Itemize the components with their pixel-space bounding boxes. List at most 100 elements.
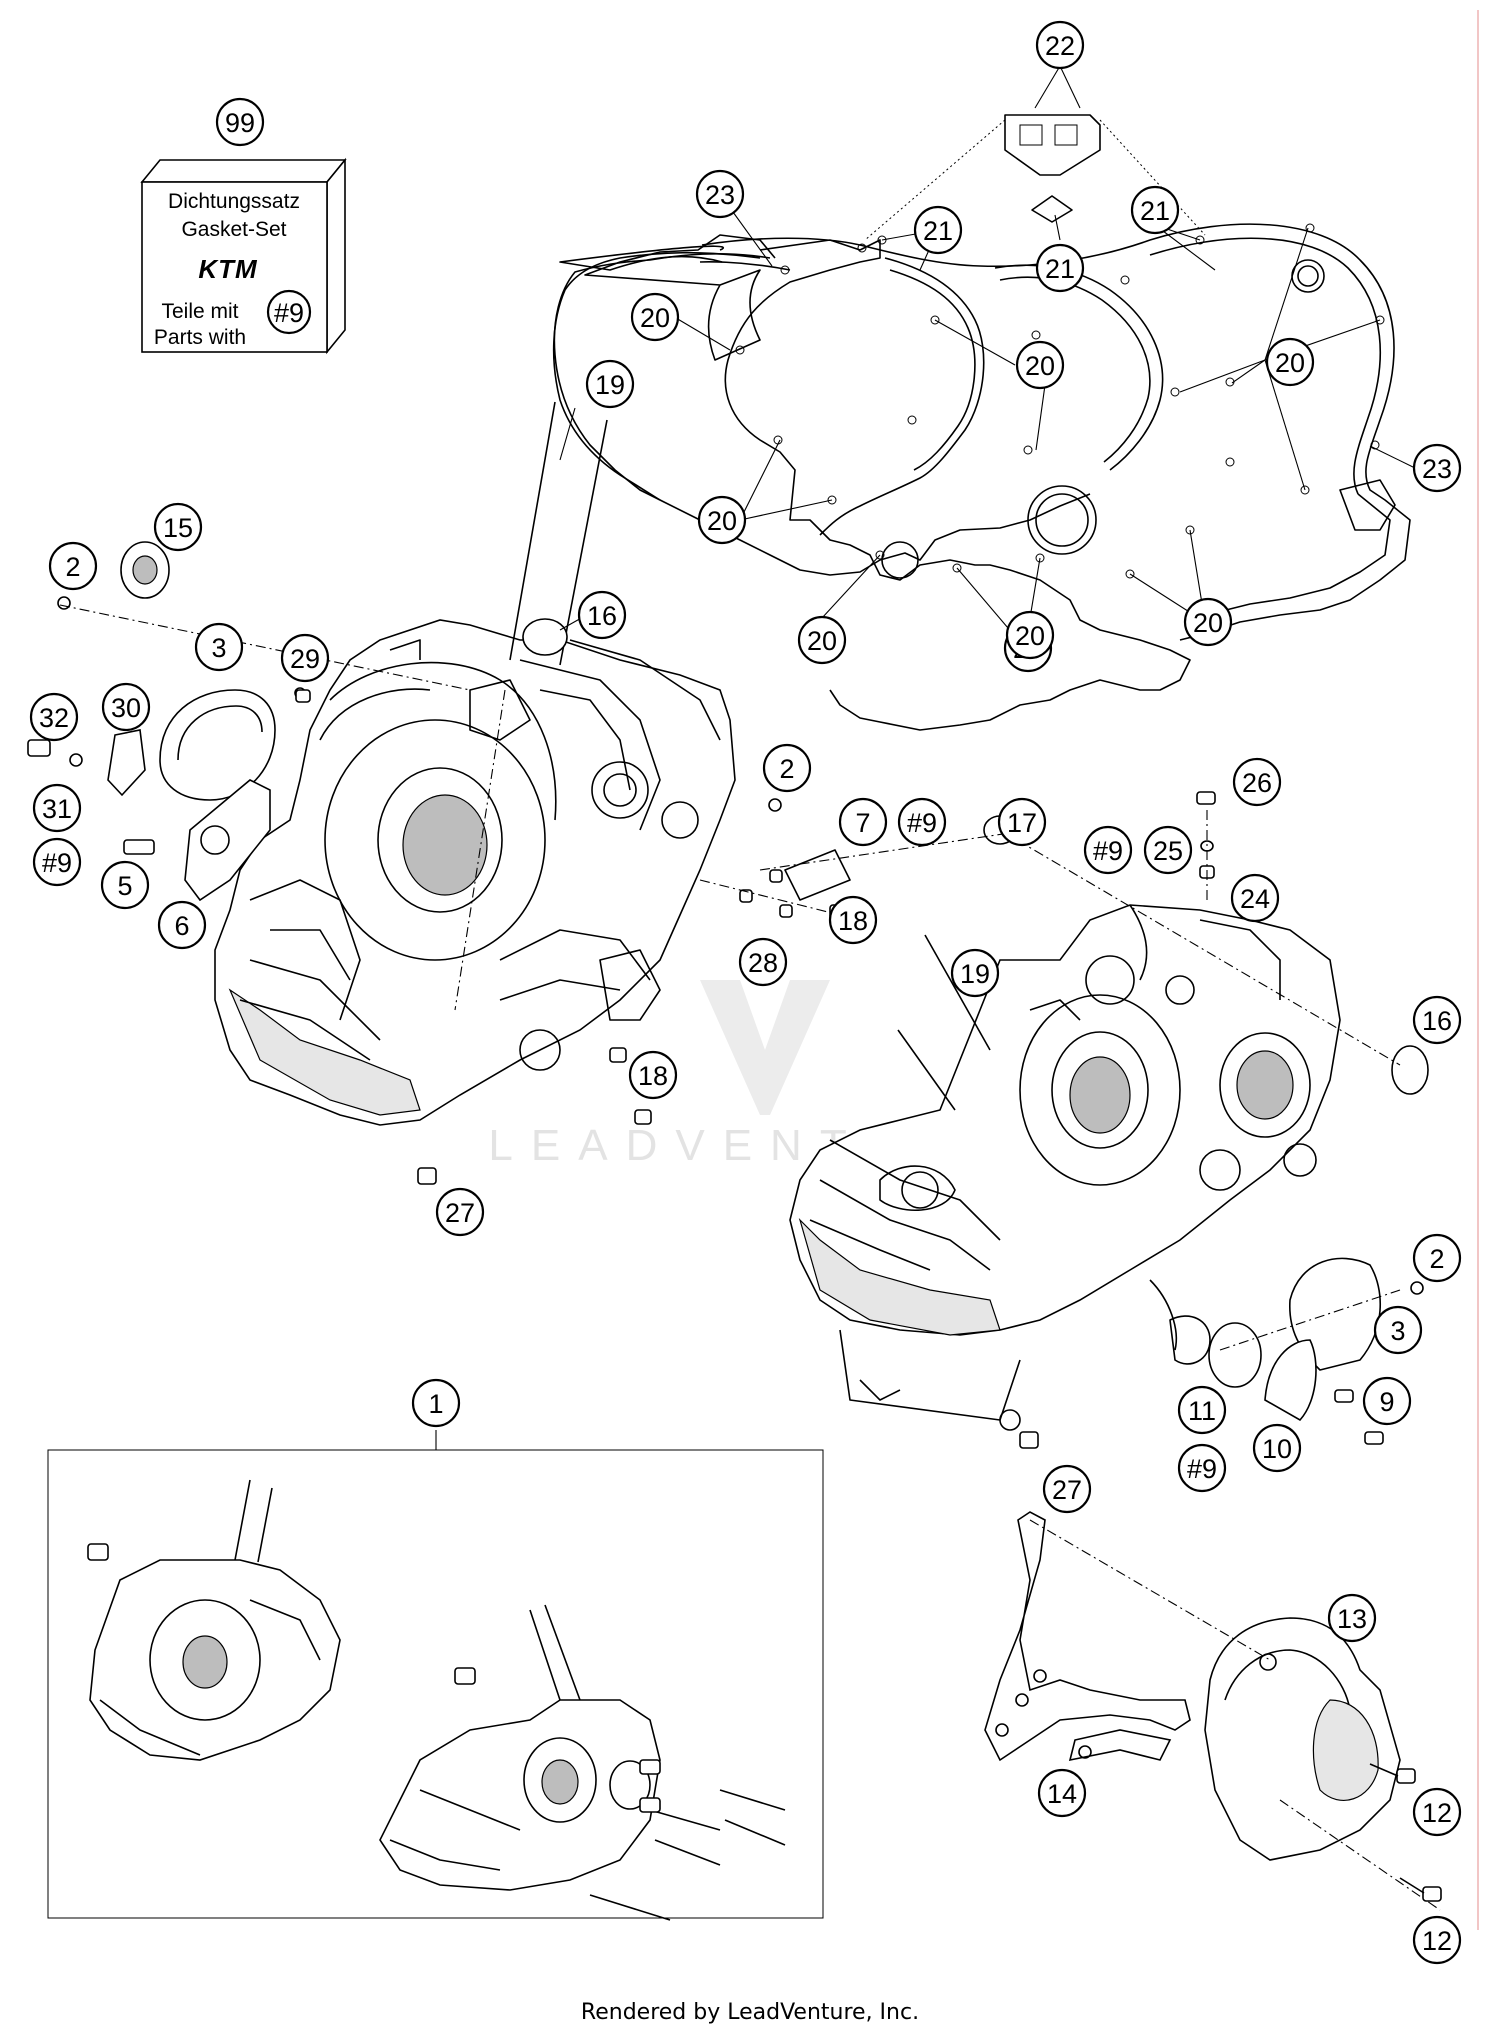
- footer-credit: Rendered by LeadVenture, Inc.: [580, 2000, 920, 2025]
- svg-text:32: 32: [39, 703, 69, 733]
- crankcase-gasket: [552, 114, 1411, 731]
- svg-text:18: 18: [638, 1061, 668, 1091]
- callout-19: 19: [950, 948, 1000, 998]
- svg-text:9: 9: [1379, 1387, 1394, 1417]
- svg-text:19: 19: [960, 959, 990, 989]
- svg-text:25: 25: [1153, 836, 1183, 866]
- callout-1: 1: [411, 1378, 461, 1428]
- kit-line-4: Parts with: [154, 326, 246, 349]
- callout-12: 12: [1412, 1787, 1462, 1837]
- callout-21: 21: [913, 205, 963, 255]
- svg-text:2: 2: [65, 552, 80, 582]
- callout-14: 14: [1037, 1768, 1087, 1818]
- svg-text:20: 20: [1193, 608, 1223, 638]
- kit-line-1: Dichtungssatz: [168, 190, 300, 213]
- kit-line-2: Gasket-Set: [181, 218, 286, 241]
- callout-99: 99: [215, 97, 265, 147]
- svg-text:20: 20: [1025, 351, 1055, 381]
- svg-text:19: 19: [595, 370, 625, 400]
- callout-20: 20: [697, 495, 747, 545]
- svg-text:27: 27: [1052, 1475, 1082, 1505]
- callout-ref-9: #9: [897, 797, 947, 847]
- svg-text:23: 23: [705, 180, 735, 210]
- svg-text:#9: #9: [1093, 836, 1123, 866]
- callout-13: 13: [1327, 1593, 1377, 1643]
- kit-line-3: Teile mit: [161, 300, 238, 323]
- svg-text:2: 2: [779, 754, 794, 784]
- svg-text:7: 7: [855, 808, 870, 838]
- svg-text:20: 20: [707, 506, 737, 536]
- svg-text:31: 31: [42, 794, 72, 824]
- svg-text:22: 22: [1045, 31, 1075, 61]
- callout-15: 15: [153, 502, 203, 552]
- callout-28: 28: [738, 937, 788, 987]
- callout-19: 19: [585, 359, 635, 409]
- svg-text:16: 16: [587, 601, 617, 631]
- svg-text:12: 12: [1422, 1926, 1452, 1956]
- callout-16: 16: [1412, 995, 1462, 1045]
- svg-text:#9: #9: [907, 808, 937, 838]
- svg-text:2: 2: [1429, 1244, 1444, 1274]
- svg-text:17: 17: [1007, 808, 1037, 838]
- svg-text:21: 21: [923, 216, 953, 246]
- svg-text:11: 11: [1188, 1396, 1216, 1426]
- svg-text:13: 13: [1337, 1604, 1367, 1634]
- svg-text:1: 1: [428, 1389, 443, 1419]
- callout-3: 3: [1373, 1305, 1423, 1355]
- svg-text:21: 21: [1045, 254, 1075, 284]
- svg-text:5: 5: [117, 871, 132, 901]
- studs: [454, 401, 991, 1111]
- callout-ref-9: #9: [32, 837, 82, 887]
- svg-text:28: 28: [748, 948, 778, 978]
- callout-11: 11: [1177, 1385, 1227, 1435]
- callout-12: 12: [1412, 1915, 1462, 1965]
- callout-20: 20: [1015, 340, 1065, 390]
- callout-99-wrap: 99: [215, 97, 265, 147]
- callout-20: 20: [630, 292, 680, 342]
- complete-assembly-box: [47, 1430, 824, 1921]
- callout-10: 10: [1252, 1423, 1302, 1473]
- callout-kit-ref: #9: [266, 289, 312, 335]
- callout-20: 20: [1005, 610, 1055, 660]
- svg-text:27: 27: [445, 1198, 475, 1228]
- callout-22: 22: [1035, 20, 1085, 70]
- ktm-logo: KTM: [198, 254, 258, 284]
- left-crankcase-half: [214, 619, 736, 1126]
- callout-7: 7: [838, 797, 888, 847]
- svg-text:3: 3: [211, 633, 226, 663]
- svg-text:26: 26: [1242, 768, 1272, 798]
- callout-21: 21: [1035, 243, 1085, 293]
- svg-text:20: 20: [640, 303, 670, 333]
- callout-ref-9: #9: [1177, 1443, 1227, 1493]
- svg-text:6: 6: [174, 911, 189, 941]
- callout-2: 2: [48, 541, 98, 591]
- svg-text:20: 20: [1275, 348, 1305, 378]
- callout-ref-9: #9: [1083, 825, 1133, 875]
- svg-text:#9: #9: [1187, 1454, 1217, 1484]
- callout-23: 23: [1412, 443, 1462, 493]
- callout-3: 3: [194, 622, 244, 672]
- callout-20: 20: [797, 615, 847, 665]
- callout-30: 30: [101, 682, 151, 732]
- right-crankcase-half: [789, 904, 1341, 1431]
- callout-26: 26: [1232, 757, 1282, 807]
- svg-text:18: 18: [838, 906, 868, 936]
- svg-text:30: 30: [111, 693, 141, 723]
- callouts: 2221212123232020202020202020191915161622…: [29, 20, 1462, 1965]
- callout-24: 24: [1230, 873, 1280, 923]
- svg-text:24: 24: [1240, 884, 1270, 914]
- bracket-and-cover: [984, 1511, 1442, 1911]
- callout-27: 27: [1042, 1464, 1092, 1514]
- callout-5: 5: [100, 860, 150, 910]
- svg-text:20: 20: [807, 626, 837, 656]
- svg-text:#9: #9: [274, 298, 304, 328]
- callout-18: 18: [628, 1050, 678, 1100]
- callout-29: 29: [280, 633, 330, 683]
- svg-text:99: 99: [225, 108, 255, 138]
- callout-17: 17: [997, 797, 1047, 847]
- gasket-kit-box: Dichtungssatz Gasket-Set KTM Teile mit P…: [140, 157, 347, 355]
- callout-23: 23: [695, 169, 745, 219]
- svg-text:16: 16: [1422, 1006, 1452, 1036]
- callout-27: 27: [435, 1187, 485, 1237]
